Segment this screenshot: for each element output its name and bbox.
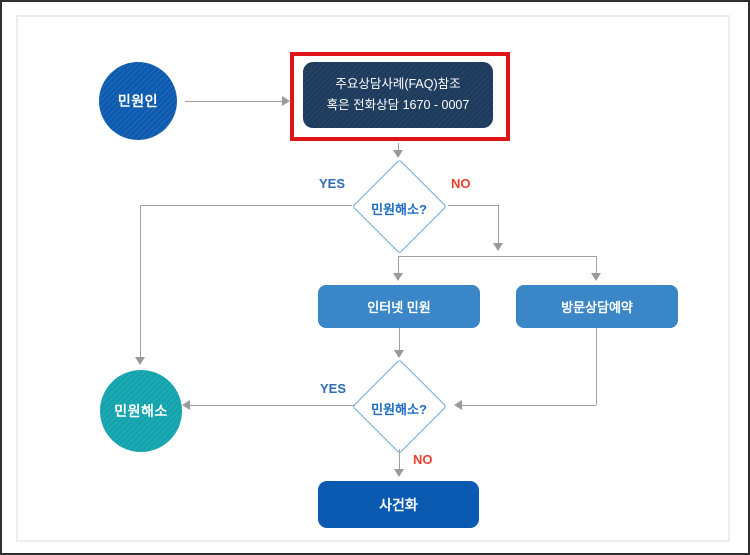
edge-branch-visit-arrowhead-icon bbox=[591, 273, 601, 281]
edge-branch-connector-line bbox=[398, 256, 596, 257]
node-visit-reservation: 방문상담예약 bbox=[516, 285, 678, 328]
edge-faq-decision1-arrowhead-icon bbox=[393, 150, 403, 158]
edge-no2-arrowhead-icon bbox=[394, 469, 404, 477]
edge-no1-arrowhead-icon bbox=[493, 243, 503, 251]
node-resolved-label: 민원해소 bbox=[114, 403, 168, 419]
edge-branch-visit-line bbox=[596, 256, 597, 273]
edge-no1-horizontal-line bbox=[448, 205, 498, 206]
flowchart-panel: 민원인 주요상담사례(FAQ)참조 혹은 전화상담 1670 - 0007 민원… bbox=[16, 15, 730, 542]
edge-label-no2: NO bbox=[413, 452, 433, 467]
edge-internet-decision2-arrowhead-icon bbox=[394, 350, 404, 358]
edge-yes2-arrowhead-icon bbox=[182, 400, 190, 410]
edge-internet-decision2-line bbox=[399, 328, 400, 350]
node-faq-line1: 주요상담사례(FAQ)참조 bbox=[335, 77, 461, 91]
node-faq-line2: 혹은 전화상담 1670 - 0007 bbox=[326, 98, 470, 112]
node-decision1-label: 민원해소? bbox=[371, 202, 427, 217]
node-internet-complaint-label: 인터넷 민원 bbox=[367, 300, 431, 315]
edge-yes2-line bbox=[190, 405, 355, 406]
edge-complainant-faq-line bbox=[185, 101, 284, 102]
highlight-red-frame bbox=[290, 52, 510, 141]
edge-visit-decision2-vertical-line bbox=[596, 328, 597, 405]
edge-branch-internet-arrowhead-icon bbox=[393, 273, 403, 281]
edge-no1-vertical-line bbox=[498, 205, 499, 243]
node-case-label: 사건화 bbox=[379, 496, 418, 513]
node-resolved: 민원해소 bbox=[100, 370, 182, 452]
edge-no2-line bbox=[399, 449, 400, 469]
node-decision2-label: 민원해소? bbox=[371, 402, 427, 417]
node-faq-consult: 주요상담사례(FAQ)참조 혹은 전화상담 1670 - 0007 bbox=[303, 62, 493, 128]
edge-label-yes2: YES bbox=[320, 381, 347, 396]
edge-complainant-faq-arrowhead-icon bbox=[282, 96, 290, 106]
edge-branch-internet-line bbox=[398, 256, 399, 273]
node-internet-complaint: 인터넷 민원 bbox=[318, 285, 480, 328]
node-visit-reservation-label: 방문상담예약 bbox=[561, 300, 633, 315]
edge-yes1-horizontal-line bbox=[140, 205, 352, 206]
edge-label-yes1: YES bbox=[319, 176, 346, 191]
edge-yes1-arrowhead-icon bbox=[135, 357, 145, 365]
node-case: 사건화 bbox=[318, 481, 479, 528]
edge-visit-decision2-arrowhead-icon bbox=[454, 400, 462, 410]
node-complainant-label: 민원인 bbox=[117, 93, 159, 109]
node-complainant: 민원인 bbox=[99, 62, 177, 140]
edge-faq-decision1-line bbox=[398, 143, 399, 151]
edge-visit-decision2-horizontal-line bbox=[462, 405, 596, 406]
edge-yes1-vertical-line bbox=[140, 205, 141, 357]
edge-label-no1: NO bbox=[451, 176, 471, 191]
